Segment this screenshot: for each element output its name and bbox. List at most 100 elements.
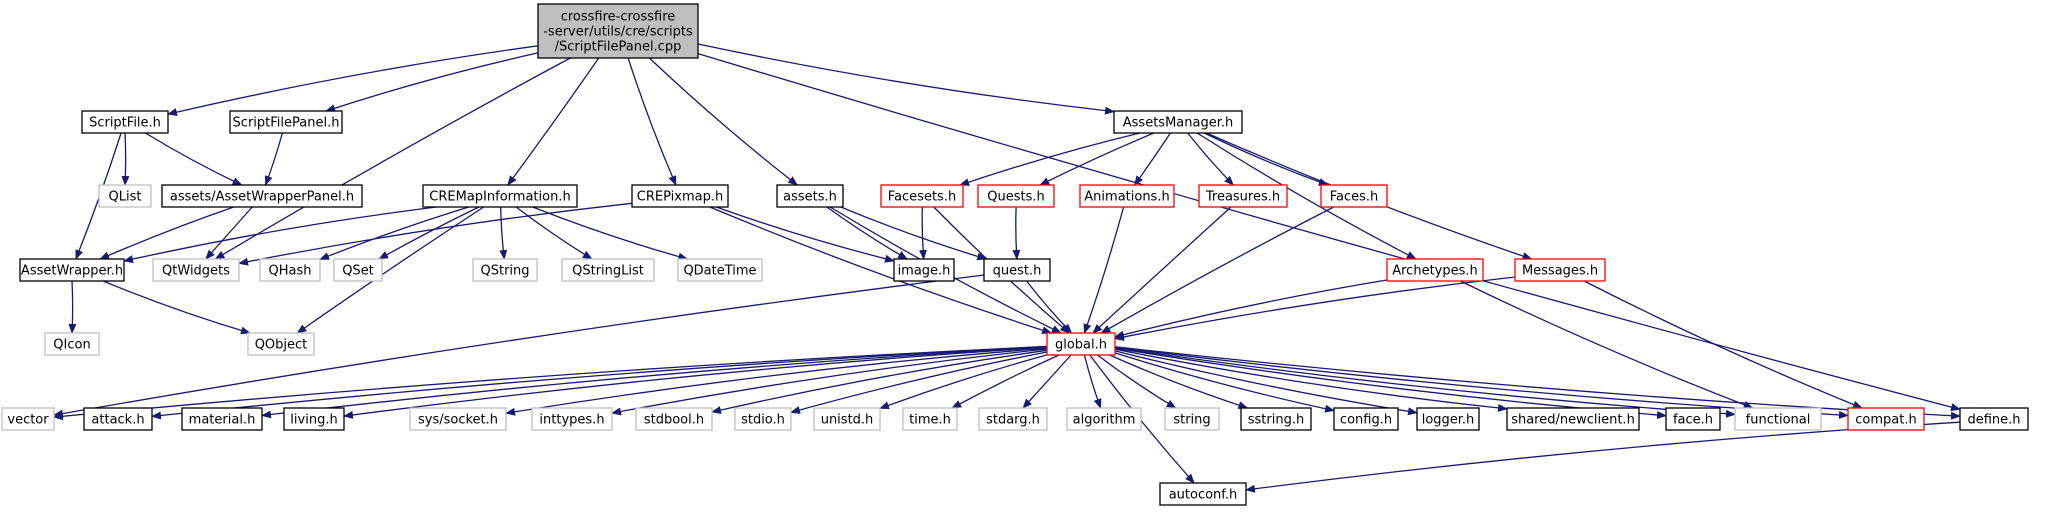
node-label: QList: [109, 190, 142, 205]
node-box: [776, 184, 844, 208]
node-box: [1240, 407, 1312, 431]
edge-root-to-qtwidgets: [214, 57, 571, 260]
node-facesets-h[interactable]: Facesets.h: [880, 184, 964, 208]
edge-scriptfilepanel_h-to-assetwrapperpanel_h: [264, 132, 284, 186]
node-label: living.h: [290, 413, 337, 428]
edge-treasures_h-to-global_h: [1092, 206, 1232, 334]
node-assetsmanager-h[interactable]: AssetsManager.h: [1113, 110, 1243, 134]
node-box: [561, 258, 655, 282]
node-compat-h[interactable]: compat.h: [1847, 407, 1925, 431]
node-label: AssetsManager.h: [1123, 116, 1233, 131]
edge-assets_h-to-quest_h: [840, 206, 988, 261]
edge-global_h-to-sys_socket_h: [505, 347, 1048, 416]
node-quest-h[interactable]: quest.h: [983, 258, 1051, 282]
node-config-h[interactable]: config.h: [1333, 407, 1399, 431]
edge-cremapinformation_h-to-assetwrapper_h: [123, 206, 437, 263]
node-root[interactable]: crossfire-crossfire-server/utils/cre/scr…: [537, 3, 699, 59]
node-box: [531, 407, 613, 431]
edge-cremapinformation_h-to-qset: [378, 206, 480, 260]
edge-quests_h-to-quest_h: [1012, 206, 1021, 260]
node-box: [1959, 407, 2029, 431]
edge-define_h-to-autoconf_h: [1245, 421, 1961, 493]
node-archetypes-h[interactable]: Archetypes.h: [1386, 258, 1484, 282]
node-label: QSet: [342, 264, 374, 279]
edge-global_h-to-compat_h: [1114, 346, 1849, 419]
node-box: [333, 258, 383, 282]
node-label: unistd.h: [821, 413, 874, 428]
node-functional: functional: [1734, 407, 1822, 431]
edge-crepixmap_h-to-image_h: [716, 206, 895, 263]
node-label: ScriptFile.h: [89, 116, 161, 131]
node-label: Animations.h: [1084, 190, 1169, 205]
edge-global_h-to-unistd_h: [879, 354, 1048, 410]
node-box: [1113, 110, 1243, 134]
node-label: QStringList: [572, 264, 644, 279]
edge-cremapinformation_h-to-qstringlist: [515, 206, 593, 260]
edge-archetypes_h-to-global_h: [1114, 279, 1388, 339]
node-assetwrapper-h[interactable]: AssetWrapper.h: [19, 258, 125, 282]
node-box: [1333, 407, 1399, 431]
edge-quest_h-to-global_h: [1025, 280, 1073, 334]
node-faces-h[interactable]: Faces.h: [1320, 184, 1388, 208]
node-messages-h[interactable]: Messages.h: [1514, 258, 1606, 282]
node-scriptfile-h[interactable]: ScriptFile.h: [81, 110, 169, 134]
node-box: [1198, 184, 1288, 208]
node-label: QIcon: [53, 338, 90, 353]
edge-assetsmanager_h-to-animations_h: [1134, 132, 1171, 186]
edge-global_h-to-living_h: [343, 346, 1048, 419]
node-label: logger.h: [1422, 413, 1475, 428]
node-label: sys/socket.h: [418, 413, 498, 428]
node-box: [1665, 407, 1721, 431]
node-label: image.h: [898, 264, 951, 279]
node-label: CREMapInformation.h: [429, 190, 570, 205]
node-sstring-h[interactable]: sstring.h: [1240, 407, 1312, 431]
node-label: functional: [1746, 413, 1811, 428]
node-label: AssetWrapper.h: [21, 264, 123, 279]
edge-messages_h-to-compat_h: [1583, 280, 1863, 409]
node-box: [1847, 407, 1925, 431]
node-scriptfilepanel-h[interactable]: ScriptFilePanel.h: [229, 110, 343, 134]
node-quests-h[interactable]: Quests.h: [977, 184, 1055, 208]
node-shared-newclient-h[interactable]: shared/newclient.h: [1506, 407, 1640, 431]
edge-crepixmap_h-to-global_h: [709, 206, 1053, 335]
node-assets-h[interactable]: assets.h: [776, 184, 844, 208]
node-cremapinformation-h[interactable]: CREMapInformation.h: [422, 184, 578, 208]
edge-global_h-to-attack_h: [151, 345, 1048, 420]
edge-assetsmanager_h-to-faces_h: [1203, 132, 1329, 186]
edge-assetwrapper_h-to-qicon: [68, 280, 77, 334]
node-attack-h[interactable]: attack.h: [83, 407, 153, 431]
node-treasures-h[interactable]: Treasures.h: [1198, 184, 1288, 208]
edge-assetwrapperpanel_h-to-qtwidgets: [205, 206, 253, 260]
node-qstring: QString: [472, 258, 538, 282]
node-face-h[interactable]: face.h: [1665, 407, 1721, 431]
node-crepixmap-h[interactable]: CREPixmap.h: [631, 184, 729, 208]
edge-root-to-define_h: [697, 52, 1961, 411]
node-assetwrapperpanel-h[interactable]: assets/AssetWrapperPanel.h: [161, 184, 363, 208]
node-global-h[interactable]: global.h: [1046, 332, 1116, 356]
node-logger-h[interactable]: logger.h: [1416, 407, 1480, 431]
node-box: [977, 184, 1055, 208]
node-stdbool-h: stdbool.h: [635, 407, 713, 431]
node-label: attack.h: [91, 413, 144, 428]
node-animations-h[interactable]: Animations.h: [1079, 184, 1175, 208]
edge-global_h-to-string: [1096, 354, 1177, 409]
node-define-h[interactable]: define.h: [1959, 407, 2029, 431]
node-label: Quests.h: [987, 190, 1044, 205]
edge-cremapinformation_h-to-qhash: [319, 206, 469, 261]
node-box: [1386, 258, 1484, 282]
edge-scriptfile_h-to-assetwrapperpanel_h: [145, 132, 243, 186]
node-label: -server/utils/cre/scripts: [543, 25, 693, 40]
node-image-h[interactable]: image.h: [893, 258, 955, 282]
node-box: [181, 407, 263, 431]
node-living-h[interactable]: living.h: [283, 407, 345, 431]
node-box: [152, 258, 240, 282]
node-label: face.h: [1673, 413, 1713, 428]
node-box: [880, 184, 964, 208]
node-material-h[interactable]: material.h: [181, 407, 263, 431]
node-label: stdbool.h: [644, 413, 704, 428]
node-label: ScriptFilePanel.h: [233, 116, 340, 131]
node-autoconf-h[interactable]: autoconf.h: [1159, 482, 1247, 506]
edge-assetwrapper_h-to-qobject: [102, 280, 251, 335]
node-label: material.h: [189, 413, 256, 428]
